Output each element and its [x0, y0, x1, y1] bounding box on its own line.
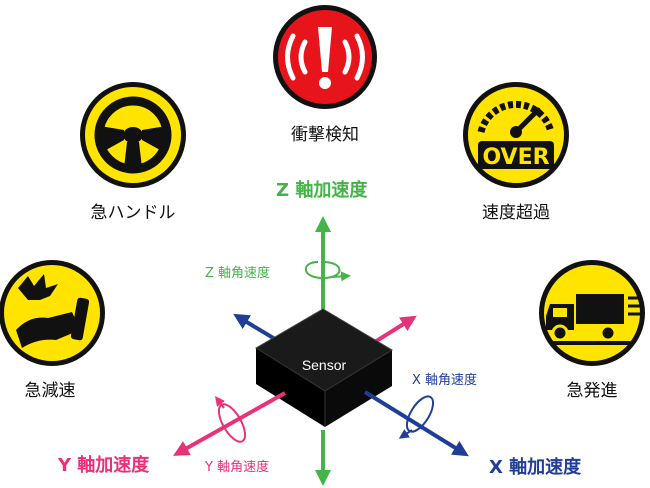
label-sudden-steering: 急ハンドル: [90, 203, 176, 223]
over-badge-text: OVER: [482, 145, 549, 170]
x-axis-acceleration-label: X 軸加速度: [489, 457, 582, 478]
z-angular-ring: [304, 261, 341, 280]
z-axis-angular-label: Z 軸角速度: [205, 266, 271, 281]
x-axis-angular-label: X 軸角速度: [412, 373, 478, 388]
brake-pedal-icon: [0, 260, 105, 366]
impact-alert-icon: [273, 5, 377, 109]
label-sudden-start: 急発進: [566, 381, 618, 401]
label-sudden-braking: 急減速: [24, 381, 76, 401]
x-angular-arrow: [398, 429, 413, 439]
y-angular-arrow: [215, 396, 225, 409]
y-axis-acceleration-label: Y 軸加速度: [58, 455, 150, 476]
x-axis-arrow-front: [363, 390, 469, 457]
sensor-box: Sensor: [255, 308, 393, 427]
z-axis-acceleration-label: Z 軸加速度: [276, 180, 368, 201]
sensor-label: Sensor: [302, 357, 347, 373]
z-angular-arrow: [331, 271, 351, 282]
x-angular-ring: [405, 395, 435, 433]
label-impact-detection: 衝撃検知: [291, 125, 359, 145]
speeding-truck-icon: [539, 260, 645, 366]
label-overspeed: 速度超過: [482, 203, 550, 223]
y-axis-arrow-front: [173, 391, 286, 456]
y-axis-angular-label: Y 軸角速度: [205, 460, 270, 475]
steering-wheel-icon: [80, 82, 186, 188]
speedometer-over-icon: OVER: [463, 82, 569, 188]
